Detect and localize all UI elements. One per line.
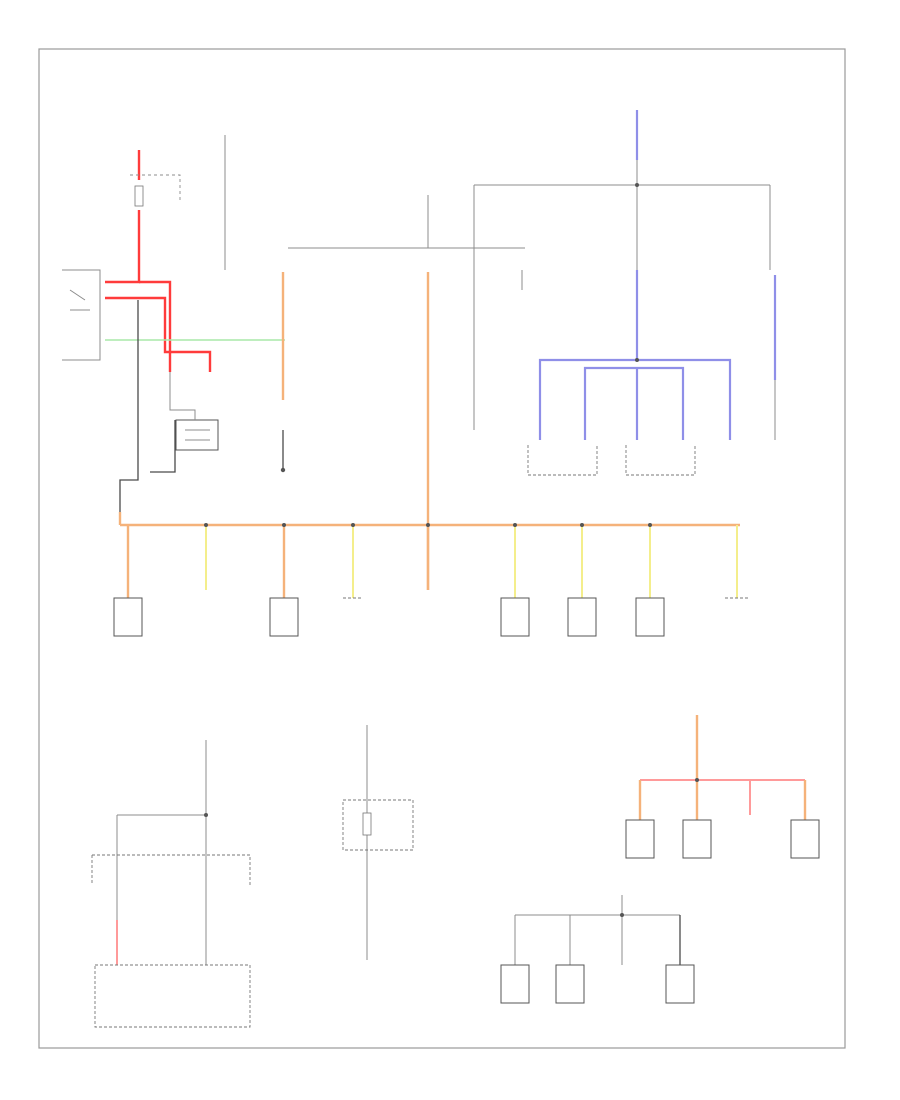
orange-feed-section	[118, 195, 740, 590]
ground-wire-main	[119, 300, 139, 515]
bc-fuse	[362, 812, 372, 836]
load-component-7	[567, 597, 597, 637]
blue-branch-2	[583, 366, 637, 440]
bottom-right-section	[500, 715, 820, 1004]
lamp-left-dashed	[527, 445, 598, 476]
br-component-4	[790, 819, 820, 859]
blue-branch-4	[637, 366, 685, 440]
bottom-center-section	[342, 725, 414, 960]
red-sub-wire	[105, 296, 212, 372]
top-right-blue-section	[473, 110, 777, 476]
top-left-power-section	[62, 135, 285, 515]
bl-relay-dashed-top	[92, 854, 251, 885]
small-relay-coil	[185, 429, 210, 441]
bus-splice-3	[351, 523, 355, 527]
br2-component-2	[555, 964, 585, 1004]
bc-fuse-box-dashed	[342, 799, 414, 851]
blue-branch-5	[637, 358, 732, 440]
bus-splice-2	[282, 523, 286, 527]
red-fuse-wire	[105, 210, 141, 284]
splice-top-right	[635, 183, 639, 187]
bl-splice	[204, 813, 208, 817]
blue-branch-1	[538, 358, 637, 440]
red-relay-wire	[139, 280, 172, 372]
fuse-dashed-box	[130, 174, 181, 200]
relay-block-outline	[62, 269, 101, 361]
relay-switch	[69, 289, 90, 311]
load-component-3	[269, 597, 299, 637]
relay-wire-connect	[169, 372, 196, 420]
small-relay	[175, 419, 219, 451]
br-component-2	[682, 819, 712, 859]
bl-bottom-dashed-box	[94, 964, 251, 1028]
fuse-element	[134, 185, 144, 207]
bus-splice-1	[204, 523, 208, 527]
br-component-1	[625, 819, 655, 859]
diagram-frame	[38, 48, 846, 1049]
ground-point-left	[280, 467, 286, 473]
lamp-right-dashed	[625, 445, 696, 476]
bus-splice-6	[580, 523, 584, 527]
load-component-1	[113, 597, 143, 637]
bus-splice-7	[648, 523, 652, 527]
bus-splice-4	[426, 523, 430, 527]
bus-splice-5	[513, 523, 517, 527]
bottom-left-section	[91, 740, 251, 1028]
br-splice	[695, 778, 699, 782]
splice-blue-mid	[635, 358, 639, 362]
br2-component-1	[500, 964, 530, 1004]
load-component-8	[635, 597, 665, 637]
orange-bus-loads	[113, 523, 750, 637]
load-component-6	[500, 597, 530, 637]
br2-splice	[620, 913, 624, 917]
ground-wire-sub	[150, 420, 176, 473]
br2-component-4	[665, 964, 695, 1004]
